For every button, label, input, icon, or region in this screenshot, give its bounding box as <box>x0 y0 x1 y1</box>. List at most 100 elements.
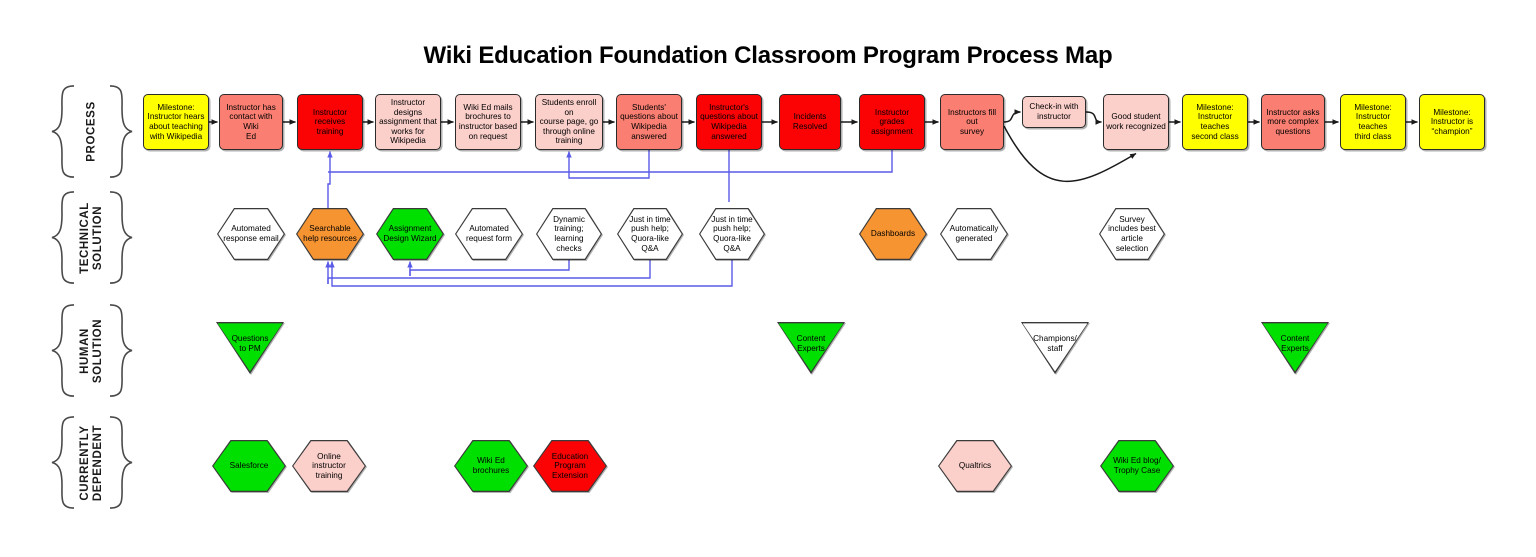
dependent-node-d2[interactable]: Online instructor training <box>292 440 366 492</box>
process-node-p16[interactable]: Milestone: Instructor teaches third clas… <box>1340 94 1406 150</box>
human-node-h2[interactable]: Content Experts <box>777 322 845 374</box>
technical-node-t8[interactable]: Dashboards <box>859 208 927 260</box>
node-label: Automated response email <box>223 224 279 243</box>
wire-t5-bus <box>409 260 570 276</box>
process-node-p4[interactable]: Instructor designs assignment that works… <box>375 94 441 150</box>
node-label: Students' questions about Wikipedia answ… <box>620 102 678 141</box>
process-node-p9[interactable]: Incidents Resolved <box>779 94 841 150</box>
node-label: Wiki Ed brochures <box>472 456 510 475</box>
node-label: Milestone: Instructor is “champion” <box>1430 107 1474 136</box>
process-node-p8[interactable]: Instructor's questions about Wikipedia a… <box>696 94 762 150</box>
wire-t7-bus <box>331 260 733 287</box>
node-label: Salesforce <box>229 461 269 471</box>
node-label: Qualtrics <box>958 461 992 471</box>
technical-node-t4[interactable]: Automated request form <box>455 208 523 260</box>
process-node-p6[interactable]: Students enroll on course page, go throu… <box>535 94 603 150</box>
process-node-p2[interactable]: Instructor has contact with Wiki Ed <box>219 94 283 150</box>
node-label: Check-in with instructor <box>1029 102 1079 121</box>
process-node-p17[interactable]: Milestone: Instructor is “champion” <box>1419 94 1485 150</box>
technical-node-t9[interactable]: Automatically generated <box>940 208 1008 260</box>
node-label: Incidents Resolved <box>792 112 828 131</box>
technical-node-t5[interactable]: Dynamic training; learning checks <box>536 208 602 260</box>
arrow-p11-p12 <box>1003 109 1021 123</box>
lane-label-dependent: CURRENTLY DEPENDENT <box>48 415 136 510</box>
technical-node-t10[interactable]: Survey includes best article selection <box>1099 208 1165 260</box>
node-label: Education Program Extension <box>551 451 589 480</box>
node-label: Automated request form <box>466 224 512 243</box>
hex-fill <box>534 441 606 491</box>
human-node-h4[interactable]: Content Experts <box>1261 322 1329 374</box>
node-label: Instructors fill out survey <box>947 107 997 136</box>
wire-p7-to-p6 <box>566 150 650 179</box>
node-label: Survey includes best article selection <box>1108 214 1156 253</box>
node-label: Just in time push help; Quora-like Q&A <box>711 214 753 253</box>
dependent-node-d1[interactable]: Salesforce <box>212 440 286 492</box>
node-label: Just in time push help; Quora-like Q&A <box>629 214 671 253</box>
node-label: Instructor has contact with Wiki Ed <box>226 102 276 141</box>
lane-label-technical: TECHNICAL SOLUTION <box>48 190 136 285</box>
node-label: Wiki Ed blog/ Trophy Case <box>1113 456 1161 475</box>
hex-fill <box>941 209 1007 259</box>
page-title: Wiki Education Foundation Classroom Prog… <box>423 42 1113 69</box>
wire-t2-to-p3 <box>327 151 333 208</box>
arrow-p12-p13 <box>1085 111 1102 125</box>
lane-label-text: TECHNICAL SOLUTION <box>79 201 104 274</box>
node-label: Instructor designs assignment that works… <box>379 98 437 146</box>
process-node-p1[interactable]: Milestone: Instructor hears about teachi… <box>143 94 209 150</box>
node-label: Dashboards <box>870 229 916 239</box>
technical-node-t2[interactable]: Searchable help resources <box>296 208 364 260</box>
hex-fill <box>860 209 926 259</box>
process-node-p11[interactable]: Instructors fill out survey <box>940 94 1004 150</box>
human-node-h3[interactable]: Champions/ staff <box>1021 322 1089 374</box>
node-label: Content Experts <box>796 334 826 353</box>
node-label: Searchable help resources <box>303 224 357 243</box>
lane-label-text: HUMAN SOLUTION <box>79 318 104 383</box>
dependent-node-d3[interactable]: Wiki Ed brochures <box>454 440 528 492</box>
process-node-p7[interactable]: Students' questions about Wikipedia answ… <box>616 94 682 150</box>
lane-label-human: HUMAN SOLUTION <box>48 303 136 398</box>
technical-node-t3[interactable]: Assignment Design Wizard <box>376 208 444 260</box>
wire-p10-bus <box>328 150 893 173</box>
hex-fill <box>939 441 1011 491</box>
node-label: Milestone: Instructor hears about teachi… <box>147 102 205 141</box>
technical-node-t7[interactable]: Just in time push help; Quora-like Q&A <box>699 208 765 260</box>
lane-label-text: PROCESS <box>85 101 98 162</box>
process-node-p14[interactable]: Milestone: Instructor teaches second cla… <box>1182 94 1248 150</box>
dependent-node-d4[interactable]: Education Program Extension <box>533 440 607 492</box>
process-node-p5[interactable]: Wiki Ed mails brochures to instructor ba… <box>455 94 521 150</box>
node-label: Instructor receives training <box>312 107 348 136</box>
dependent-node-d6[interactable]: Wiki Ed blog/ Trophy Case <box>1100 440 1174 492</box>
brace-icon <box>48 84 136 179</box>
node-label: Milestone: Instructor teaches second cla… <box>1191 102 1239 141</box>
wire-t6-bus <box>327 260 651 284</box>
process-node-p10[interactable]: Instructor grades assignment <box>859 94 925 150</box>
brace-icon <box>48 303 136 398</box>
node-label: Wiki Ed mails brochures to instructor ba… <box>458 102 518 141</box>
lane-label-process: PROCESS <box>48 84 136 179</box>
dependent-node-d5[interactable]: Qualtrics <box>938 440 1012 492</box>
brace-icon <box>48 190 136 285</box>
node-label: Milestone: Instructor teaches third clas… <box>1354 102 1392 141</box>
node-label: Champions/ staff <box>1033 334 1077 353</box>
process-node-p12[interactable]: Check-in with instructor <box>1022 96 1086 128</box>
technical-node-t6[interactable]: Just in time push help; Quora-like Q&A <box>617 208 683 260</box>
node-label: Automatically generated <box>949 224 999 243</box>
brace-icon <box>48 415 136 510</box>
human-node-h1[interactable]: Questions to PM <box>216 322 284 374</box>
node-label: Questions to PM <box>231 334 269 353</box>
node-label: Instructor grades assignment <box>871 107 913 136</box>
process-node-p15[interactable]: Instructor asks more complex questions <box>1261 94 1325 150</box>
node-label: Online instructor training <box>312 451 346 480</box>
node-label: Students enroll on course page, go throu… <box>539 98 599 146</box>
technical-node-t1[interactable]: Automated response email <box>217 208 285 260</box>
process-node-p13[interactable]: Good student work recognized <box>1103 94 1169 150</box>
node-label: Dynamic training; learning checks <box>553 214 585 253</box>
node-label: Instructor's questions about Wikipedia a… <box>700 102 758 141</box>
hex-fill <box>1100 209 1164 259</box>
process-node-p3[interactable]: Instructor receives training <box>297 94 363 150</box>
lane-label-text: CURRENTLY DEPENDENT <box>78 424 104 501</box>
node-label: Assignment Design Wizard <box>383 224 437 243</box>
node-label: Good student work recognized <box>1106 112 1166 131</box>
node-label: Content Experts <box>1280 334 1310 353</box>
